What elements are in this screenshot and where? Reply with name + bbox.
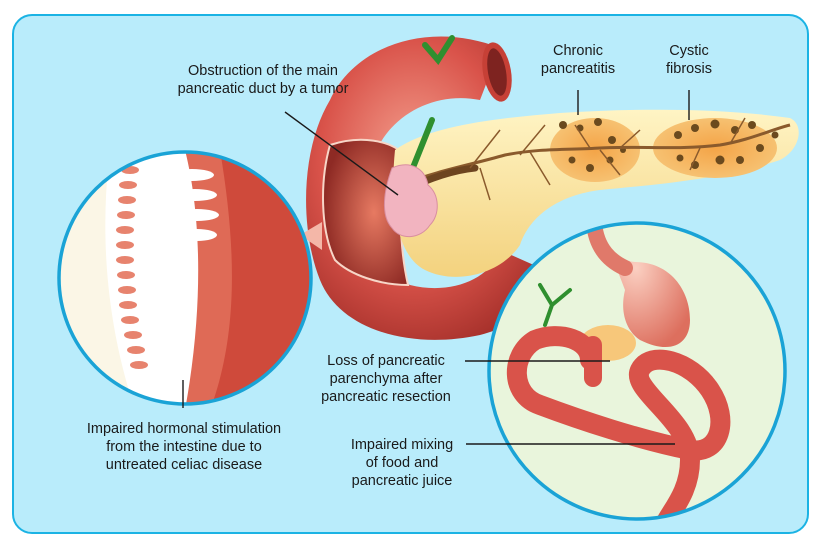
label-tumor-obstruction: Obstruction of the main pancreatic duct …: [177, 63, 349, 97]
chronic-pancreatitis-region: [550, 118, 640, 182]
duodenum: [306, 35, 545, 340]
label-cystic-fibrosis: Cystic fibrosis: [666, 43, 712, 77]
cystic-fibrosis-region: [653, 118, 777, 178]
leader-tumor: [284, 111, 399, 196]
label-pancreatic-resection: Loss of pancreatic parenchyma after panc…: [321, 353, 451, 405]
tumor: [383, 164, 438, 238]
label-celiac-disease: Impaired hormonal stimulation from the i…: [86, 421, 282, 473]
resection-inset: [487, 221, 787, 521]
pancreas: [383, 109, 799, 277]
label-impaired-mixing: Impaired mixing of food and pancreatic j…: [350, 437, 454, 489]
intestine-inset: [57, 150, 322, 406]
leader-lines: [182, 90, 690, 445]
label-chronic-pancreatitis: Chronic pancreatitis: [540, 43, 616, 77]
